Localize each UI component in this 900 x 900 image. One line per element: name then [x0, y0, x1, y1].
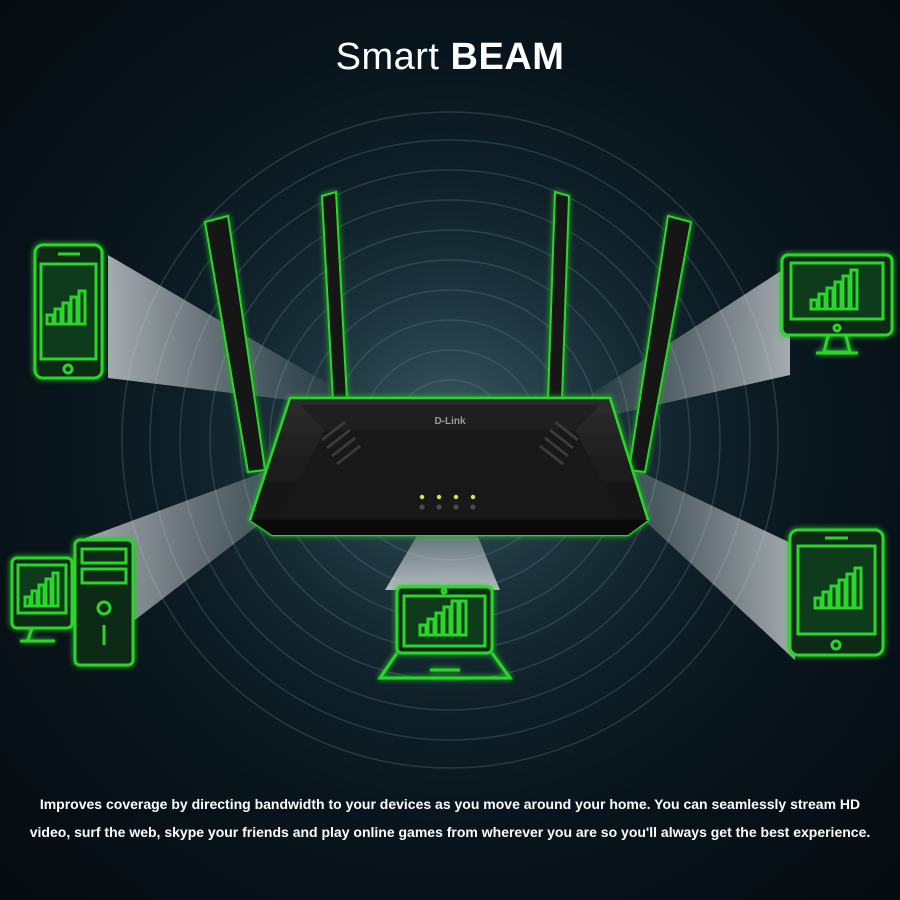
page-title: Smart BEAM [0, 36, 900, 79]
router-vent-right [539, 420, 579, 466]
antenna-left-outer [203, 214, 267, 474]
title-bold-text: BEAM [450, 36, 565, 78]
laptop-signal-bars [418, 599, 468, 637]
tablet-icon [788, 528, 885, 657]
beam-to-monitor [590, 265, 790, 420]
desktop-pc-icon [10, 538, 135, 667]
tablet-signal-bars [813, 566, 863, 610]
laptop-icon [377, 585, 513, 680]
pc-signal-bars [23, 571, 60, 608]
title-light-text: Smart [335, 36, 440, 78]
router-status-leds [419, 494, 476, 510]
antenna-right-outer [627, 214, 693, 474]
smartphone-icon [33, 243, 104, 380]
router-vent-left [321, 420, 361, 466]
router-brand-logo: D-Link [434, 416, 466, 427]
beam-to-smartphone [108, 255, 330, 405]
router: D-Link [203, 190, 693, 537]
smartphone-signal-bars [45, 289, 87, 326]
feature-description: Improves coverage by directing bandwidth… [29, 796, 871, 840]
monitor-signal-bars [809, 268, 859, 311]
desktop-monitor-icon [780, 253, 894, 355]
